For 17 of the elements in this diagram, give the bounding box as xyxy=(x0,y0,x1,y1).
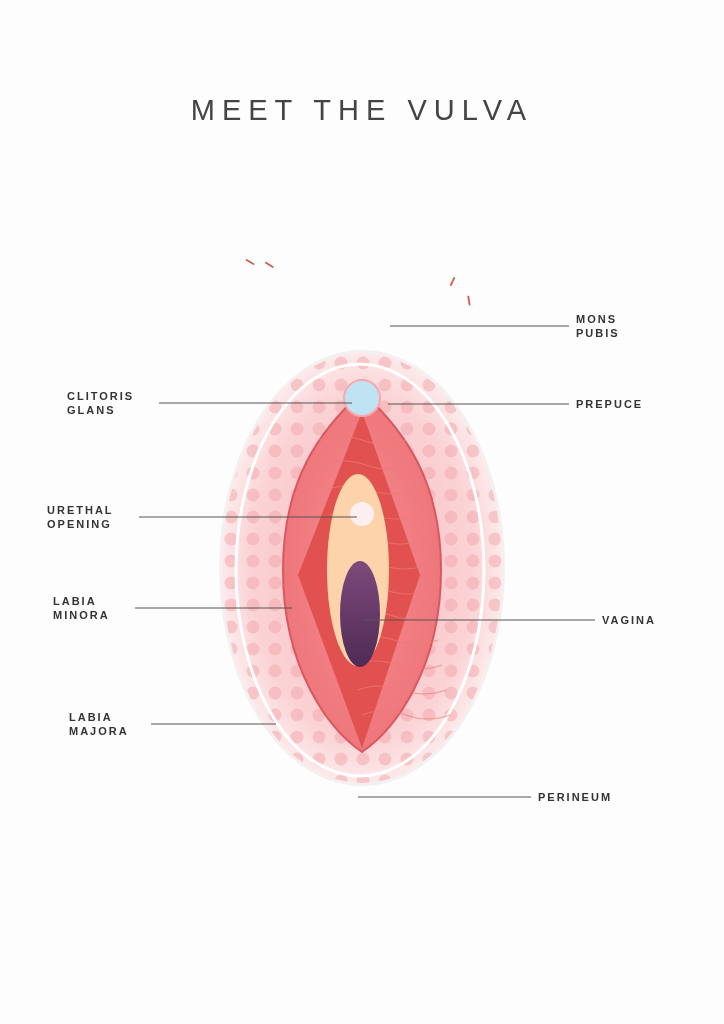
leader-line xyxy=(134,607,293,609)
leader-line xyxy=(387,403,570,405)
title: MEET THE VULVA xyxy=(189,94,535,127)
part-label: MONS PUBIS xyxy=(576,312,636,340)
leader-line xyxy=(150,723,277,725)
leader-line xyxy=(158,402,353,404)
part-label: VAGINA xyxy=(602,613,656,627)
leader-line xyxy=(389,325,570,327)
leader-line xyxy=(138,516,358,518)
part-label: URETHAL OPENING xyxy=(47,503,132,531)
part-label: LABIA MAJORA xyxy=(69,710,144,738)
part-label: PREPUCE xyxy=(576,397,644,411)
part-label: CLITORIS GLANS xyxy=(67,389,152,417)
part-label: PERINEUM xyxy=(538,790,613,804)
leader-line xyxy=(361,619,596,621)
leader-line xyxy=(357,796,532,798)
part-label: LABIA MINORA xyxy=(53,594,128,622)
